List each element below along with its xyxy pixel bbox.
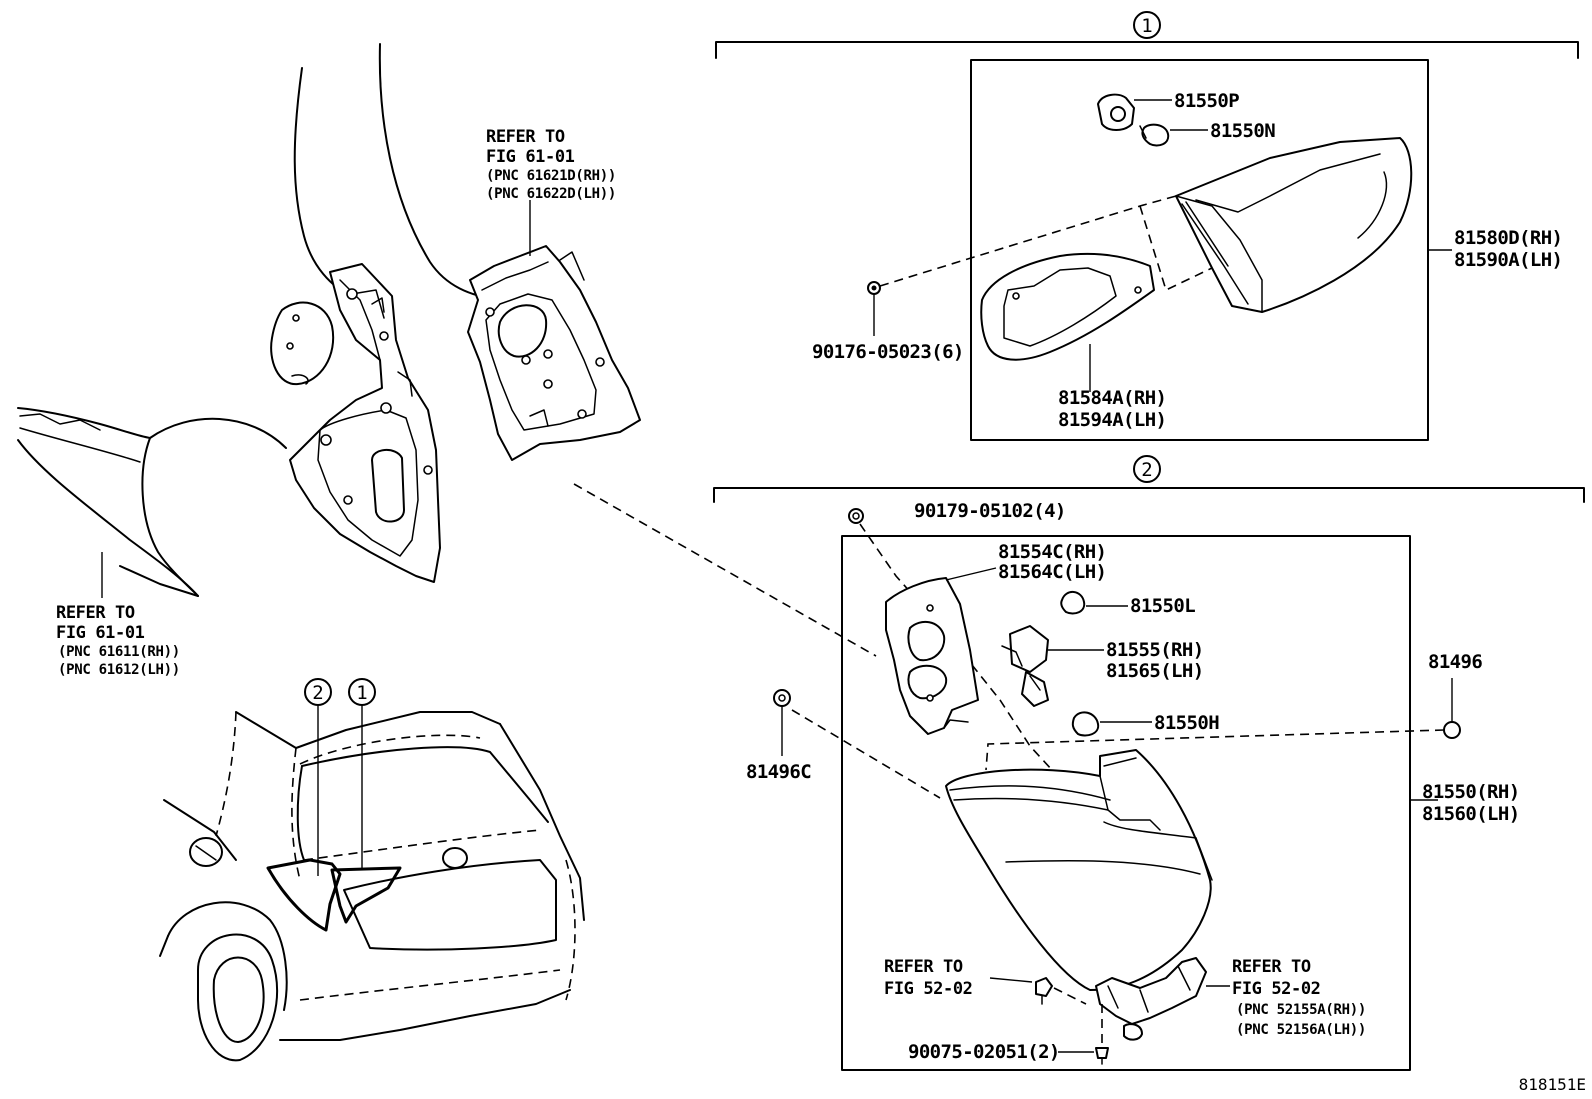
ref-quarter-outer-line2: FIG 61-01 (56, 623, 145, 643)
gasket-81584a (980, 252, 1155, 392)
cover-81554c (885, 567, 997, 735)
dashed-line-clip-to-lamp (859, 523, 1053, 771)
dashed-line-screw-to-socket (1053, 987, 1087, 1005)
nut-90176 (867, 281, 881, 336)
ref-quarter-outer-pnc-rh: (PNC 61611(RH)) (58, 644, 180, 660)
group-2-box (841, 535, 1411, 1071)
label-90179: 90179-05102(4) (914, 500, 1066, 522)
ref-quarter-inner-pnc-lh: (PNC 61622D(LH)) (486, 186, 616, 202)
ref-fig52-screw-line2: FIG 52-02 (884, 979, 973, 999)
nut-81496 (1443, 678, 1461, 739)
ref-quarter-inner-line1: REFER TO (486, 127, 565, 147)
car-group-markers: 2 1 (304, 678, 376, 876)
label-81496: 81496 (1428, 651, 1482, 673)
group-2-bracket: 2 (713, 455, 1585, 503)
label-81560-lh: 81560(LH) (1422, 803, 1520, 825)
car-lamp-inner (330, 866, 402, 924)
socket-wire-81555 (1001, 625, 1104, 707)
lamp-assy-81580d (1175, 137, 1452, 313)
group-1-marker: 1 (1141, 15, 1152, 37)
socket-52155a (1095, 957, 1230, 1041)
ref-fig52-socket-pnc-rh: (PNC 52155A(RH)) (1236, 1002, 1366, 1018)
dashed-line-nut-to-lamp (985, 729, 1445, 771)
ref-quarter-inner-pnc-rh: (PNC 61621D(RH)) (486, 168, 616, 184)
bulb-81550n (1139, 123, 1208, 147)
ref-quarter-inner-line2: FIG 61-01 (486, 147, 575, 167)
quarter-panel-outer (17, 43, 501, 597)
label-90176: 90176-05023(6) (812, 341, 964, 363)
ref-fig52-socket-line1: REFER TO (1232, 957, 1311, 977)
group-2-marker: 2 (1141, 459, 1152, 481)
group-1-bracket: 1 (715, 11, 1579, 59)
label-81550-rh: 81550(RH) (1422, 781, 1520, 803)
label-81555-rh: 81555(RH) (1106, 639, 1204, 661)
clip-90179 (848, 508, 864, 524)
dashed-line-gasket-to-lamp (1139, 205, 1213, 292)
car-lamp-outer (266, 858, 342, 932)
ref-fig52-screw-line1: REFER TO (884, 957, 963, 977)
car-rear-view (159, 711, 585, 1062)
label-81565-lh: 81565(LH) (1106, 660, 1204, 682)
ref-fig52-socket-line2: FIG 52-02 (1232, 979, 1321, 999)
car-marker-group-2: 2 (312, 682, 323, 704)
label-81550l: 81550L (1130, 595, 1195, 617)
label-81550p: 81550P (1174, 90, 1239, 112)
illustration-code: 818151E (1519, 1075, 1586, 1094)
label-81550h: 81550H (1154, 712, 1219, 734)
grommet-81496c (773, 689, 791, 756)
screw-90075 (1058, 1004, 1109, 1065)
quarter-inner-panel (289, 263, 441, 583)
bulb-81550l (1060, 591, 1128, 615)
car-marker-group-1: 1 (356, 682, 367, 704)
screw-fig52 (989, 977, 1053, 1005)
ref-quarter-outer-line1: REFER TO (56, 603, 135, 623)
label-81554c-rh: 81554C(RH) (998, 541, 1106, 563)
label-81594a-lh: 81594A(LH) (1058, 409, 1166, 431)
rear-lamp-81550 (945, 749, 1438, 991)
quarter-inner-reinforcement (467, 245, 641, 461)
label-81584a-rh: 81584A(RH) (1058, 387, 1166, 409)
dashed-line-grommet-to-lamp (791, 709, 941, 799)
bulb-81550h (1071, 711, 1152, 737)
ref-fig52-socket-pnc-lh: (PNC 52156A(LH)) (1236, 1022, 1366, 1038)
label-81580d-rh: 81580D(RH) (1454, 227, 1562, 249)
socket-81550p (1097, 93, 1172, 131)
dashed-leader-panel-to-lamp (573, 483, 877, 657)
label-81564c-lh: 81564C(LH) (998, 561, 1106, 583)
label-81550n: 81550N (1210, 120, 1275, 142)
ref-quarter-outer-pnc-lh: (PNC 61612(LH)) (58, 662, 180, 678)
label-81590a-lh: 81590A(LH) (1454, 249, 1562, 271)
label-81496c: 81496C (746, 761, 811, 783)
label-90075: 90075-02051(2) (908, 1041, 1060, 1063)
